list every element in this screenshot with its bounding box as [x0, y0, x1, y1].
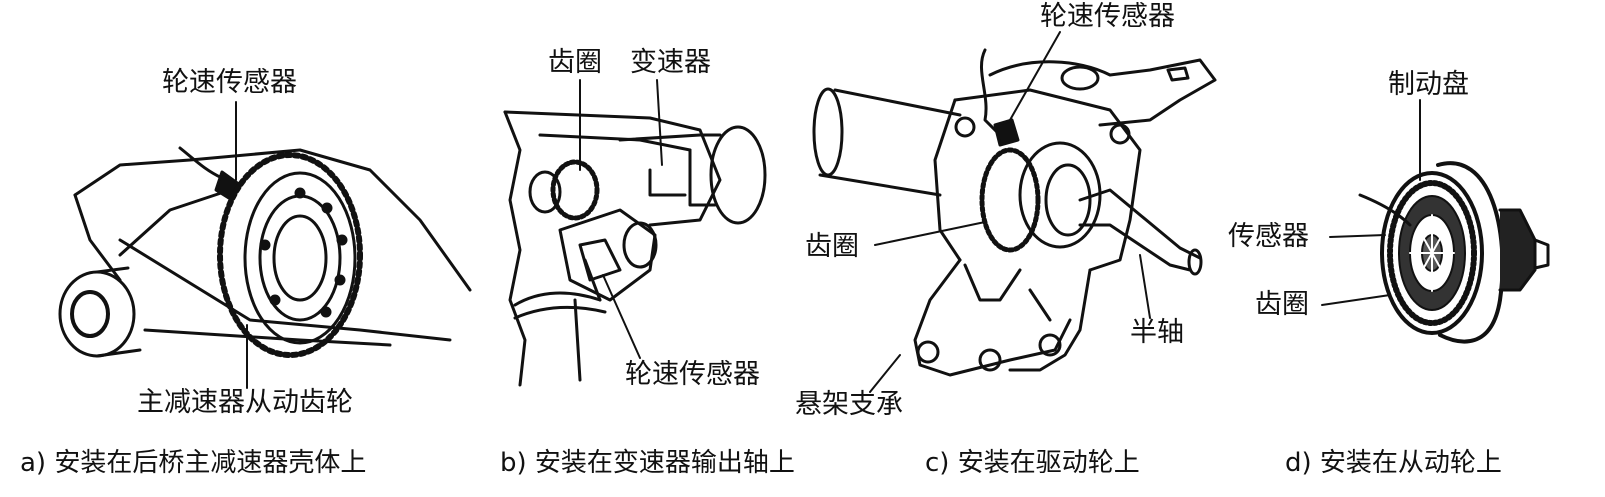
caption-panel-b: b) 安装在变速器输出轴上 [500, 448, 795, 478]
label-wheel-speed-sensor-c: 轮速传感器 [1040, 1, 1175, 32]
label-ring-gear-b: 齿圈 [548, 47, 602, 78]
label-ring-gear-c: 齿圈 [805, 231, 859, 262]
label-half-shaft: 半轴 [1130, 317, 1184, 348]
panel-a-drawing [58, 101, 472, 389]
caption-panel-c: c) 安装在驱动轮上 [925, 448, 1140, 478]
panel-b-drawing [503, 79, 767, 387]
label-transmission: 变速器 [630, 47, 711, 78]
label-suspension-support: 悬架支承 [795, 389, 903, 420]
label-wheel-speed-sensor-a: 轮速传感器 [162, 67, 297, 98]
panel-c-drawing [812, 31, 1217, 393]
caption-panel-d: d) 安装在从动轮上 [1285, 448, 1502, 478]
label-ring-gear-d: 齿圈 [1255, 289, 1309, 320]
panel-d-drawing [1321, 99, 1550, 344]
label-brake-disc: 制动盘 [1388, 69, 1469, 100]
label-sensor-d: 传感器 [1228, 221, 1309, 252]
label-final-drive-driven-gear: 主减速器从动齿轮 [137, 387, 353, 418]
caption-panel-a: a) 安装在后桥主减速器壳体上 [20, 448, 367, 478]
label-wheel-speed-sensor-b: 轮速传感器 [625, 359, 760, 390]
